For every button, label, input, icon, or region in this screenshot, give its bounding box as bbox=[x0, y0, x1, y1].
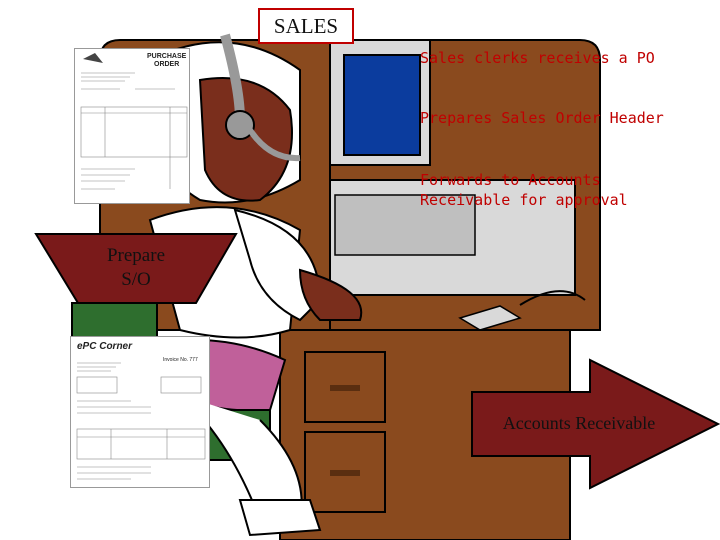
drawer-handle-2 bbox=[330, 470, 360, 476]
face bbox=[198, 77, 293, 202]
headset-mic bbox=[247, 128, 301, 162]
sales-title: SALES bbox=[273, 13, 339, 38]
sales-order-number: Invoice No. 777 bbox=[163, 357, 198, 363]
shoe bbox=[238, 499, 322, 537]
sales-title-box: SALES bbox=[258, 8, 354, 44]
sales-order-lines bbox=[76, 362, 206, 480]
step-receive-po: Sales clerks receives a PO bbox=[420, 49, 655, 67]
purchase-order-lines bbox=[80, 53, 188, 190]
step-prepare-header: Prepares Sales Order Header bbox=[420, 109, 664, 127]
green-block bbox=[71, 302, 158, 340]
mouse bbox=[458, 305, 522, 331]
purchase-order-document: PURCHASE ORDER bbox=[74, 48, 190, 204]
hand bbox=[298, 268, 363, 321]
monitor-screen bbox=[343, 54, 421, 156]
disk-drive bbox=[334, 194, 476, 256]
purchase-order-heading: PURCHASE ORDER bbox=[147, 53, 187, 68]
mouse-cable bbox=[519, 290, 586, 306]
prepare-so-label: Prepare S/O bbox=[106, 245, 166, 290]
drawer-handle-1 bbox=[330, 385, 360, 391]
sales-order-logo: ePC Corner bbox=[77, 341, 133, 352]
sales-order-document: ePC Corner Invoice No. 777 bbox=[70, 336, 210, 488]
headset-ear bbox=[225, 110, 255, 140]
accounts-receivable-arrow bbox=[471, 358, 720, 490]
accounts-receivable-label: Accounts Receivable bbox=[502, 413, 656, 433]
step-forward-ar: Forwards to Accounts Receivable for appr… bbox=[420, 171, 628, 209]
prepare-funnel bbox=[34, 233, 238, 304]
